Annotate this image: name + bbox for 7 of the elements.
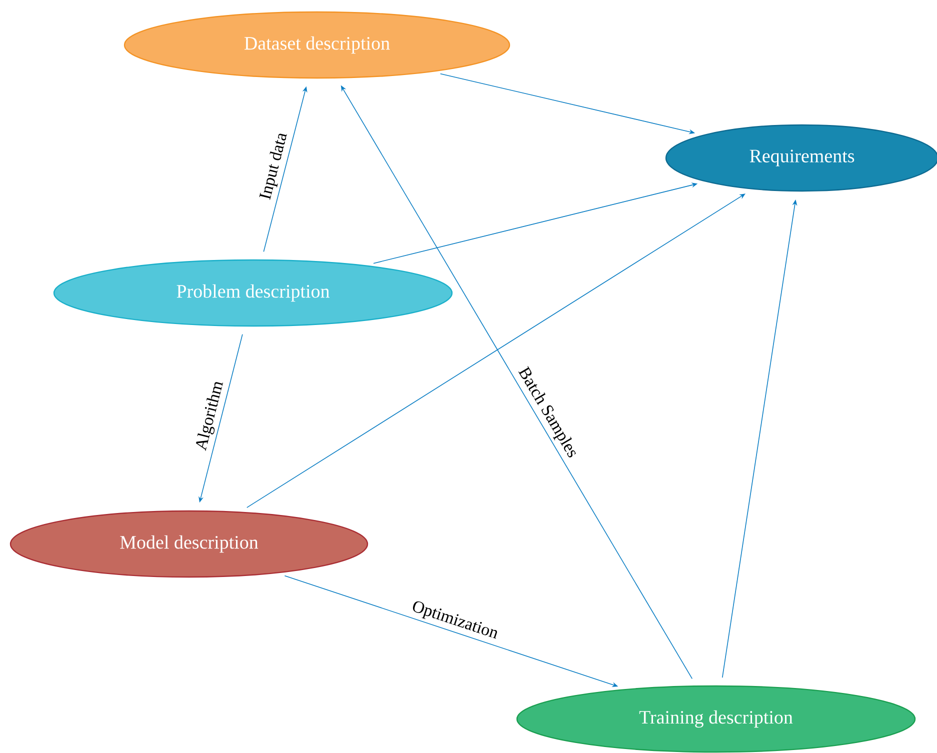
ellipse-node: Problem description [53, 259, 453, 327]
ellipse-node: Requirements [665, 124, 937, 192]
edge-label: Algorithm [196, 382, 224, 451]
ellipse-node: Training description [516, 685, 916, 753]
ellipse-node: Model description [10, 510, 368, 578]
edge-label: Input data [259, 134, 287, 200]
ellipse-node: Dataset description [124, 11, 510, 79]
